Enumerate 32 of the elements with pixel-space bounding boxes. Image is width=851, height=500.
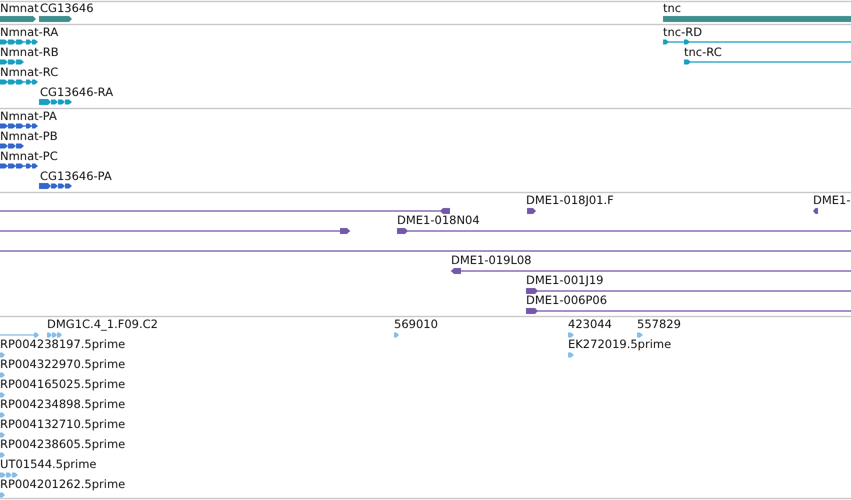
feature-label: 569010 [394,318,438,331]
feature-label: UT01544.5prime [0,458,96,471]
feature-label: Nmnat [0,2,39,15]
feature-label: CG13646-PA [40,170,112,183]
feature-label: CG13646 [40,2,94,15]
feature-label: tnc-RD [663,26,702,39]
feature-label: DME1-018N04 [397,214,480,227]
feature-label: RP004201262.5prime [0,478,126,491]
feature-label: RP004132710.5prime [0,418,126,431]
feature-label: 557829 [637,318,681,331]
feature-label: Nmnat-RA [0,26,58,39]
feature-label: RP004165025.5prime [0,378,126,391]
feature-label: RP004238197.5prime [0,338,126,351]
feature-label: DME1-006P06 [526,294,608,307]
feature-label: RP004238605.5prime [0,438,126,451]
feature-label: DME1-018J01.F [526,194,614,207]
feature-label: CG13646-RA [40,86,114,99]
feature-label: DMG1C.4_1.F09.C2 [47,318,158,331]
feature-label: RP004322970.5prime [0,358,126,371]
feature-label: DME1-001J19 [526,274,604,287]
feature-label: Nmnat-PA [0,110,57,123]
feature-label: Nmnat-RC [0,66,58,79]
feature-label: Nmnat-PC [0,150,58,163]
feature-label: DME1-019L08 [451,254,532,267]
feature-label: 423044 [568,318,612,331]
feature-label: tnc [663,2,682,15]
feature-label: tnc-RC [684,46,722,59]
feature-label: Nmnat-RB [0,46,59,59]
feature-label: Nmnat-PB [0,130,58,143]
feature-label: DME1- [813,194,851,207]
feature-label: RP004234898.5prime [0,398,126,411]
feature-label: EK272019.5prime [568,338,672,351]
